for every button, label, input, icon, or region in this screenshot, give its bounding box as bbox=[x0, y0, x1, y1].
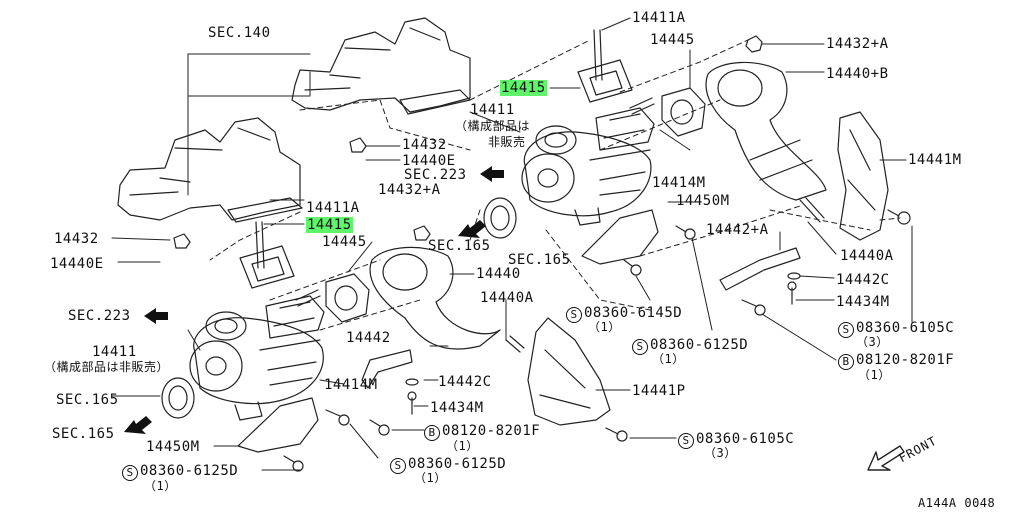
studs bbox=[255, 29, 825, 353]
qty-6125d-bottom: （1） bbox=[414, 471, 447, 485]
turbocharger-lower bbox=[189, 295, 325, 421]
highlight-14415-top: 14415 bbox=[500, 80, 547, 96]
turbocharger-upper bbox=[521, 107, 655, 226]
gasket-14445-mid bbox=[325, 273, 370, 323]
gasket-14445-top bbox=[661, 87, 706, 137]
exhaust-manifold-lower bbox=[117, 117, 303, 223]
label-14432a-mid: 14432+A bbox=[378, 182, 441, 198]
dashed-centerlines bbox=[209, 39, 901, 331]
label-14411-top: 14411 bbox=[470, 102, 515, 118]
bolts bbox=[283, 209, 911, 472]
qty-6105c-mid: （3） bbox=[704, 446, 737, 460]
exhaust-elbow-upper bbox=[705, 61, 827, 201]
label-14414m-left: 14414M bbox=[324, 377, 378, 393]
gasket-14415-top bbox=[577, 59, 633, 103]
label-14432a-top: 14432+A bbox=[826, 36, 889, 52]
label-14450m-left: 14450M bbox=[146, 439, 200, 455]
qty-6145d: （1） bbox=[588, 320, 621, 334]
label-sec-165-b: SEC.165 bbox=[508, 252, 571, 268]
label-14432-left: 14432 bbox=[54, 231, 99, 247]
qty-8201f-mid: （1） bbox=[446, 439, 479, 453]
label-sec-165-d: SEC.165 bbox=[52, 426, 115, 442]
label-14441p: 14441P bbox=[632, 383, 686, 399]
direction-arrows bbox=[124, 166, 504, 434]
label-14440a-mid: 14440A bbox=[480, 290, 534, 306]
qty-6105c-right: （3） bbox=[856, 335, 889, 349]
s-symbol-icon: S bbox=[390, 458, 406, 474]
label-sec-223-top: SEC.223 bbox=[404, 167, 467, 183]
label-14442c-right: 14442C bbox=[836, 272, 890, 288]
label-14415-mid: 14415 bbox=[306, 217, 353, 233]
label-14440e-left: 14440E bbox=[50, 256, 104, 272]
gasket-sec165 bbox=[161, 197, 517, 419]
heat-shield-14441p bbox=[527, 317, 611, 426]
highlight-14415-mid: 14415 bbox=[306, 217, 353, 233]
qty-6125d-left: （1） bbox=[144, 479, 177, 493]
label-14415-top: 14415 bbox=[500, 80, 547, 96]
label-note-top: （構成部品は bbox=[455, 119, 531, 133]
label-14440a-right: 14440A bbox=[840, 248, 894, 264]
label-14440: 14440 bbox=[476, 266, 521, 282]
s-symbol-icon: S bbox=[678, 433, 694, 449]
exhaust-manifold-upper bbox=[291, 17, 471, 115]
label-14440b: 14440+B bbox=[826, 66, 889, 82]
label-nonsale: 非販売 bbox=[488, 135, 526, 149]
label-14411a-top: 14411A bbox=[632, 10, 686, 26]
s-symbol-icon: S bbox=[122, 465, 138, 481]
leader-lines bbox=[111, 17, 913, 471]
front-arrow-icon bbox=[867, 445, 905, 471]
exhaust-elbow-mid bbox=[369, 246, 501, 350]
s-symbol-icon: S bbox=[632, 339, 648, 355]
s-symbol-icon: S bbox=[838, 322, 854, 338]
s-symbol-icon: S bbox=[566, 307, 582, 323]
label-14440e-top: 14440E bbox=[402, 153, 456, 169]
label-14411-left: 14411 bbox=[92, 344, 137, 360]
qty-8201f-right: （1） bbox=[858, 368, 891, 382]
heat-shield-14450m bbox=[237, 209, 659, 453]
label-sec-223-left: SEC.223 bbox=[68, 308, 131, 324]
label-14434m-right: 14434M bbox=[836, 294, 890, 310]
b-symbol-icon: B bbox=[424, 425, 440, 441]
label-sec-165-c: SEC.165 bbox=[56, 392, 119, 408]
qty-6125d-mid: （1） bbox=[652, 352, 685, 366]
label-14411a-mid: 14411A bbox=[306, 200, 360, 216]
gasket-14415-mid bbox=[239, 245, 295, 289]
label-14432: 14432 bbox=[402, 137, 447, 153]
label-14442c-mid: 14442C bbox=[438, 374, 492, 390]
label-14450m-top: 14450M bbox=[676, 193, 730, 209]
diagram-code: A144A 0048 bbox=[918, 496, 996, 510]
nuts bbox=[173, 35, 763, 249]
label-14414m-top: 14414M bbox=[652, 175, 706, 191]
b-symbol-icon: B bbox=[838, 354, 854, 370]
label-14445-mid: 14445 bbox=[322, 234, 367, 250]
bracket-14442 bbox=[361, 247, 801, 389]
label-14441m: 14441M bbox=[908, 152, 962, 168]
label-sec-140: SEC.140 bbox=[208, 25, 271, 41]
label-14445-top: 14445 bbox=[650, 32, 695, 48]
heat-shield-14441m bbox=[837, 111, 889, 241]
label-note-left: （構成部品は非販売） bbox=[44, 360, 170, 374]
label-14442a: 14442+A bbox=[706, 222, 769, 238]
label-sec-165-a: SEC.165 bbox=[428, 238, 491, 254]
label-14434m-mid: 14434M bbox=[430, 400, 484, 416]
label-14442: 14442 bbox=[346, 330, 391, 346]
